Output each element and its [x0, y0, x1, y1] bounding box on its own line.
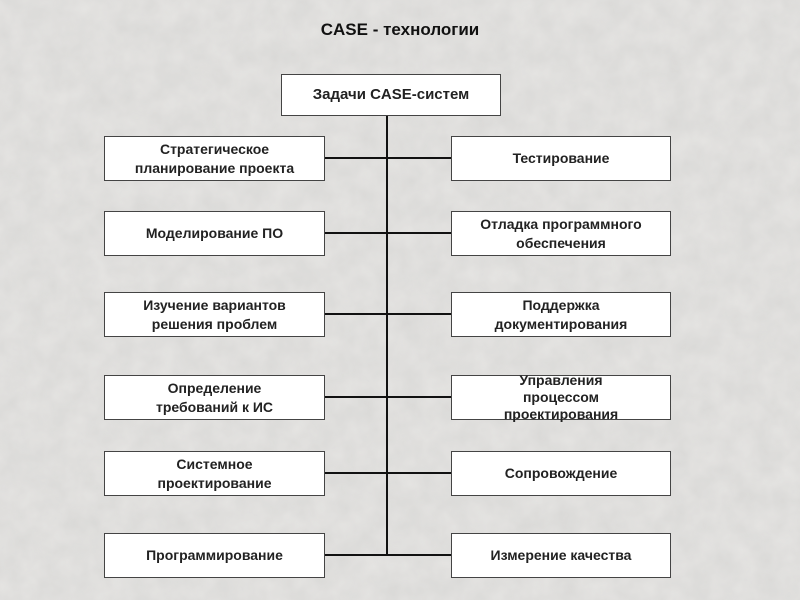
right-node-label: Управления процессом проектирования	[503, 372, 619, 422]
right-node-label: Тестирование	[512, 150, 610, 167]
left-node-label: Программирование	[146, 547, 283, 564]
left-node-label: Стратегическое планирование проекта	[134, 141, 295, 176]
right-node-label: Измерение качества	[490, 547, 632, 564]
root-node-label: Задачи CASE-систем	[312, 86, 470, 104]
right-node-4: Управления процессом проектирования	[451, 372, 671, 422]
right-node-6: Измерение качества	[451, 533, 671, 578]
left-node-3: Изучение вариантов решения проблем	[104, 292, 325, 337]
left-node-5: Системное проектирование	[104, 451, 325, 496]
root-node: Задачи CASE-систем	[281, 74, 501, 116]
page-title: CASE - технологии	[320, 20, 480, 39]
left-node-label: Определение требований к ИС	[155, 380, 274, 415]
left-node-1: Стратегическое планирование проекта	[104, 136, 325, 181]
right-node-2: Отладка программного обеспечения	[451, 211, 671, 256]
right-node-1: Тестирование	[451, 136, 671, 181]
left-node-label: Моделирование ПО	[145, 225, 284, 242]
right-node-label: Отладка программного обеспечения	[480, 216, 642, 251]
left-node-4: Определение требований к ИС	[104, 375, 325, 420]
right-node-3: Поддержка документирования	[451, 292, 671, 337]
left-node-6: Программирование	[104, 533, 325, 578]
right-node-label: Поддержка документирования	[494, 297, 628, 332]
left-node-label: Изучение вариантов решения проблем	[143, 297, 286, 332]
left-node-label: Системное проектирование	[157, 456, 272, 491]
right-node-5: Сопровождение	[451, 451, 671, 496]
right-node-label: Сопровождение	[504, 465, 618, 482]
left-node-2: Моделирование ПО	[104, 211, 325, 256]
